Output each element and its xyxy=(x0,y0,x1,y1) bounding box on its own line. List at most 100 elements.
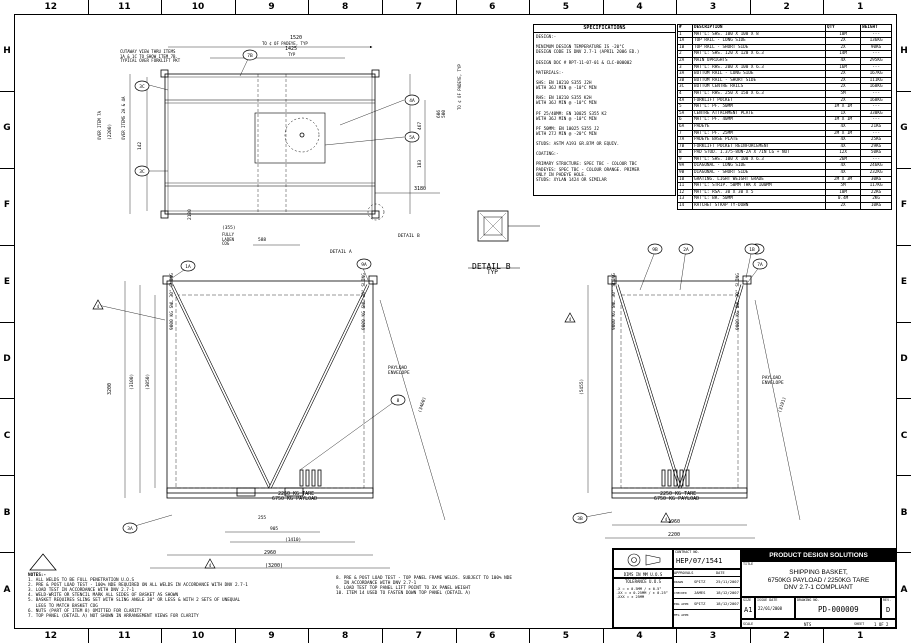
tb-sheet: 1 OF 2 xyxy=(874,622,889,627)
plan-dim-1520: 1520 xyxy=(290,35,303,41)
tb-size-cell: SIZE A1 xyxy=(741,597,755,619)
bom-cell: 111KG xyxy=(860,76,892,85)
tb-approved-by: SPITZ xyxy=(694,601,706,606)
note-item: 9. LOAD TEST TOP PANEL LIFT POINT TO 3X … xyxy=(336,586,471,592)
bom-cell: 2X xyxy=(824,83,862,91)
bom-cell: MAT'L: RHS. 200 X 100 X 6.3 xyxy=(692,63,826,72)
item-balloon-label: 5A xyxy=(409,135,415,141)
bom-cell: 7B xyxy=(677,142,693,151)
side-dim-5455: (5455) xyxy=(580,378,585,395)
tb-tolerance-cell: TOLERANCE U.O.S .X = ± 0.5MM / ± 0.5° .X… xyxy=(613,578,673,628)
tb-scale-label: SCALE xyxy=(743,622,754,626)
zone-tick xyxy=(897,321,911,323)
plan-dim-typ: TYP xyxy=(288,52,296,57)
zone-row-C-right: C xyxy=(900,430,908,441)
bom-cell: 6A xyxy=(677,122,693,131)
front-dim-2960: 2960 xyxy=(264,550,277,556)
zone-row-A-right: A xyxy=(900,584,908,595)
zone-tick xyxy=(897,552,911,554)
bom-cell: MAT'L: SHS. 120 X 120 X 6.3 xyxy=(692,50,826,58)
zone-tick xyxy=(0,398,14,400)
item-balloon xyxy=(242,49,258,61)
zone-col-2-bot: 2 xyxy=(783,631,790,641)
bom-cell: 4X xyxy=(824,122,862,131)
front-outer-frame xyxy=(166,280,374,494)
tb-dims-note: DIMS IN MM U.O.S xyxy=(623,572,663,577)
plan-view xyxy=(129,45,440,246)
bom-cell: 168KG xyxy=(860,83,892,91)
notes-left: NOTES:- 1. ALL WELDS TO BE FULL PENETRAT… xyxy=(28,573,318,619)
zone-tick xyxy=(897,475,911,477)
note-triangle xyxy=(660,512,672,523)
front-dim-905: 905 xyxy=(270,527,279,532)
plan-dim-467: 467 xyxy=(418,121,423,130)
front-dim-3100: (3100) xyxy=(130,373,135,390)
note-triangle-label: 4 xyxy=(665,517,668,522)
item-balloon-label: 2A xyxy=(683,247,689,253)
plan-dim-over-items: OVER ITEMS 2A & 4A xyxy=(121,96,126,140)
zone-tick xyxy=(234,0,236,14)
detail-b-title: DETAIL B xyxy=(472,262,511,271)
side-dim-2200: 2200 xyxy=(668,532,681,538)
zone-row-F-right: F xyxy=(900,200,908,211)
bom-cell: MAIN UPRIGHTS xyxy=(692,56,826,65)
zone-tick xyxy=(455,629,457,643)
note-item: 6. NUTS (PART OF ITEM 8) OMITTED FOR CLA… xyxy=(28,608,142,614)
zone-row-G-left: G xyxy=(3,123,11,134)
item-balloon xyxy=(752,258,768,270)
bom-header: # xyxy=(677,24,693,32)
note-item: 7. TOP PANEL (DETAIL A) NOT SHOWN IN ARR… xyxy=(28,613,199,619)
note-triangle xyxy=(564,312,576,323)
bom-cell: 2M X 3M xyxy=(824,175,862,184)
zone-tick xyxy=(381,629,383,643)
detail-b-view xyxy=(468,210,540,269)
item-balloons: 7B4A5A3C3C1A9A3A89B2A6A7A1B3B4444 xyxy=(92,49,768,569)
front-dim-3200: 3200 xyxy=(107,382,113,395)
zone-col-9-top: 9 xyxy=(268,2,275,12)
bom-cell: 1M X 1M xyxy=(824,116,862,124)
plan-dim-3180: 3180 xyxy=(414,186,427,192)
bom-cell: 2X xyxy=(824,43,862,52)
bom-cell: 136KG xyxy=(860,37,892,45)
item-balloon-label: 9B xyxy=(652,247,658,253)
bom-cell: 2X xyxy=(824,70,862,78)
bom-cell: 3A xyxy=(677,70,693,78)
zone-tick xyxy=(0,90,14,92)
tb-tol-xxx: .XXX = ± 25MM xyxy=(616,595,645,599)
bom-cell: MAT'L: RSA. 30 X 30 X 5 xyxy=(692,188,826,197)
front-tare: 2250 KG TARE xyxy=(278,491,315,497)
tb-sheet-label: SHEET xyxy=(854,622,865,626)
item-balloon-label: 3C xyxy=(139,169,145,175)
bom-cell: 11 xyxy=(677,182,693,190)
note-item: IN ACCORDANCE WITH DNV 2.7-1 xyxy=(336,581,417,587)
item-balloon xyxy=(122,522,138,534)
zone-col-10-top: 10 xyxy=(191,2,205,12)
zone-tick xyxy=(0,244,14,246)
zone-tick xyxy=(308,629,310,643)
tb-issue-label: ISSUE DATE xyxy=(757,598,778,602)
side-sling-label-r: 9000 KG SWL 30° SLING xyxy=(736,273,741,330)
plan-dim-top-note: TO ¢ OF PADEYE, TYP xyxy=(262,41,308,46)
bom-cell: 0.4M xyxy=(824,195,862,204)
zone-tick xyxy=(749,629,751,643)
item-balloon-label: 8 xyxy=(397,398,400,404)
plan-dim-355: (355) xyxy=(222,226,236,231)
zone-col-7-bot: 7 xyxy=(415,631,422,641)
bom-cell: 4A xyxy=(677,96,693,105)
zone-col-9-bot: 9 xyxy=(268,631,275,641)
bom-cell: 14 xyxy=(677,202,693,210)
zone-tick xyxy=(234,629,236,643)
tb-contract-no: HEP/07/1541 xyxy=(676,557,723,565)
tb-issue-cell: ISSUE DATE 22/01/2008 xyxy=(755,597,795,619)
bom-cell: --- xyxy=(860,103,892,111)
